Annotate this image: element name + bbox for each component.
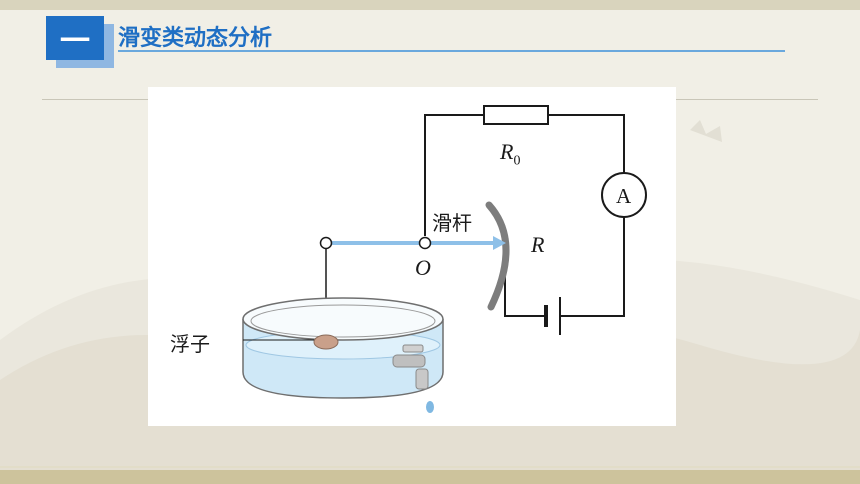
ammeter-label: A bbox=[616, 184, 632, 208]
rheostat-arc bbox=[485, 201, 510, 311]
float-label: 浮子 bbox=[170, 332, 210, 356]
slider-label: 滑杆 bbox=[432, 211, 472, 235]
tank-rim-outer bbox=[242, 297, 444, 341]
circuit-diagram bbox=[242, 105, 647, 413]
water-drop bbox=[426, 401, 434, 413]
tank-rim-inner bbox=[250, 304, 436, 338]
faucet-body bbox=[392, 354, 426, 368]
slider-arrow bbox=[493, 236, 506, 250]
resistor-r0-subscript: 0 bbox=[513, 153, 521, 169]
wire-bottom bbox=[504, 269, 546, 317]
section-number-badge: 一 bbox=[46, 16, 114, 68]
pivot-label: O bbox=[415, 255, 431, 280]
fixed-resistor bbox=[483, 105, 549, 125]
wire-right bbox=[560, 217, 625, 317]
wire-top-right bbox=[548, 114, 625, 173]
resistor-r0-label: R0 bbox=[500, 139, 521, 169]
rheostat-label: R bbox=[531, 232, 545, 257]
bottom-decor-band bbox=[0, 470, 860, 484]
faucet-spout bbox=[415, 368, 429, 390]
circuit-figure: R0 A 滑杆 R O 浮子 bbox=[148, 87, 676, 426]
rod-end-pin bbox=[319, 236, 333, 250]
wire-top-left bbox=[424, 114, 484, 236]
float bbox=[313, 334, 339, 350]
title-underline bbox=[118, 50, 785, 52]
faucet-handle bbox=[402, 344, 424, 353]
pivot-point bbox=[418, 236, 432, 250]
section-title: 滑变类动态分析 bbox=[118, 26, 273, 51]
footer-rule bbox=[0, 466, 860, 468]
top-decor-band bbox=[0, 0, 860, 10]
